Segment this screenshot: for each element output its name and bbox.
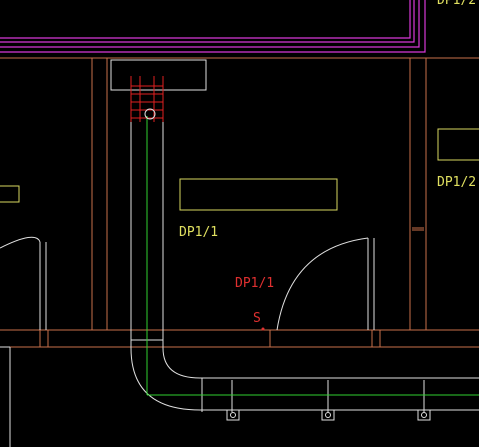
ladder-icon — [110, 59, 207, 122]
s-symbol: S — [253, 311, 265, 331]
label-dp-red: DP1/1 — [235, 276, 274, 291]
wall-marks — [412, 227, 424, 231]
label-dp-top-right: DP1/2 — [437, 0, 476, 8]
fixture-right — [437, 128, 479, 161]
fixture-center — [179, 178, 338, 211]
green-centerline — [146, 116, 479, 396]
pipe-run — [0, 120, 479, 447]
fixture-left — [0, 185, 20, 203]
label-dp-right: DP1/2 — [437, 175, 476, 190]
magenta-room-outline — [0, 0, 426, 53]
svg-text:S: S — [253, 311, 261, 326]
hanger-bracket-icon — [226, 409, 431, 421]
door-center — [276, 237, 375, 331]
door-left — [0, 236, 47, 330]
label-dp-center: DP1/1 — [179, 225, 218, 240]
walls — [0, 57, 479, 348]
